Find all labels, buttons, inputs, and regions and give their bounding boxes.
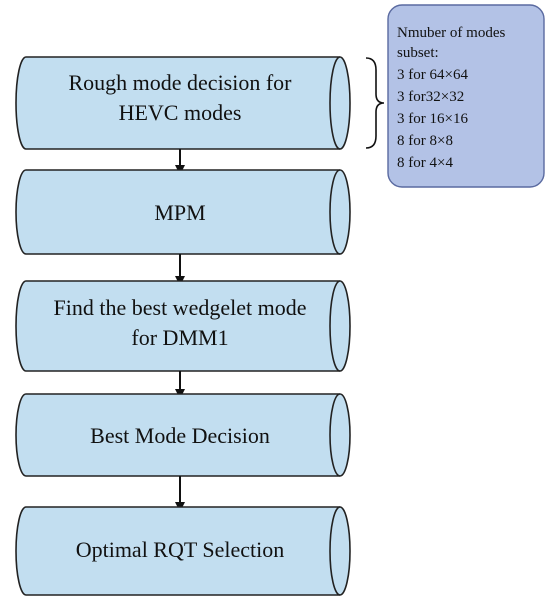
note-line-1: Nmuber of modes	[397, 25, 505, 41]
step-rough-mode-decision-line-1: Rough mode decision for	[68, 70, 292, 95]
step-rough-mode-decision: Rough mode decision for HEVC modes	[15, 56, 351, 150]
note-line-2: subset:	[397, 45, 439, 61]
step-optimal-rqt-selection: Optimal RQT Selection	[15, 506, 351, 596]
note-line-4: 3 for32×32	[397, 89, 464, 105]
step-best-mode-decision-label: Best Mode Decision	[90, 423, 270, 448]
step-mpm-label: MPM	[154, 200, 205, 225]
note-line-7: 8 for 4×4	[397, 155, 453, 171]
note-line-3: 3 for 64×64	[397, 67, 468, 83]
note-line-6: 8 for 8×8	[397, 133, 453, 149]
note-line-5: 3 for 16×16	[397, 111, 468, 127]
step-optimal-rqt-selection-label: Optimal RQT Selection	[76, 537, 285, 562]
curly-brace	[365, 57, 385, 149]
step-find-wedgelet-mode: Find the best wedgelet mode for DMM1	[15, 280, 351, 372]
step-rough-mode-decision-line-2: HEVC modes	[119, 100, 242, 125]
step-find-wedgelet-mode-line-1: Find the best wedgelet mode	[54, 295, 307, 320]
modes-subset-note: Nmuber of modes subset: 3 for 64×64 3 fo…	[387, 4, 545, 188]
step-find-wedgelet-mode-line-2: for DMM1	[131, 325, 228, 350]
step-mpm: MPM	[15, 169, 351, 255]
step-best-mode-decision: Best Mode Decision	[15, 393, 351, 477]
